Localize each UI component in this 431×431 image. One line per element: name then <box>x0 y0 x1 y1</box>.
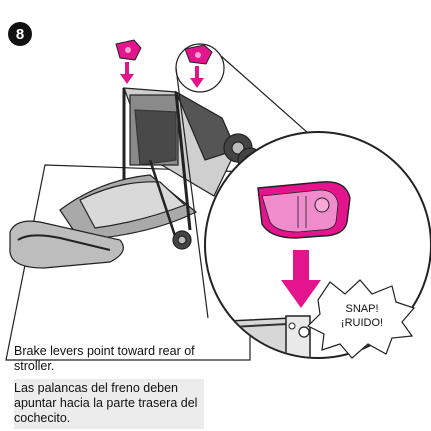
stroller <box>9 87 263 269</box>
arrow-down-small-left-icon <box>120 62 134 84</box>
snap-text: SNAP! <box>345 303 378 315</box>
snap-callout: SNAP! ¡RUIDO! <box>306 279 416 359</box>
brake-lever-left-icon <box>115 39 142 61</box>
step-number-badge: 8 <box>8 22 32 46</box>
caption-spanish: Las palancas del freno deben apuntar hac… <box>14 379 204 429</box>
arrow-down-small-right-icon <box>190 66 204 88</box>
brake-lever-right-icon <box>184 44 213 65</box>
zoom-connector-line <box>175 67 209 319</box>
caption-english: Brake levers point toward rear of stroll… <box>14 344 195 373</box>
arrow-down-large-icon <box>281 250 321 308</box>
brake-lever-large-icon <box>257 181 351 239</box>
ruido-text: ¡RUIDO! <box>341 317 383 329</box>
brake-mount-post <box>285 315 311 357</box>
